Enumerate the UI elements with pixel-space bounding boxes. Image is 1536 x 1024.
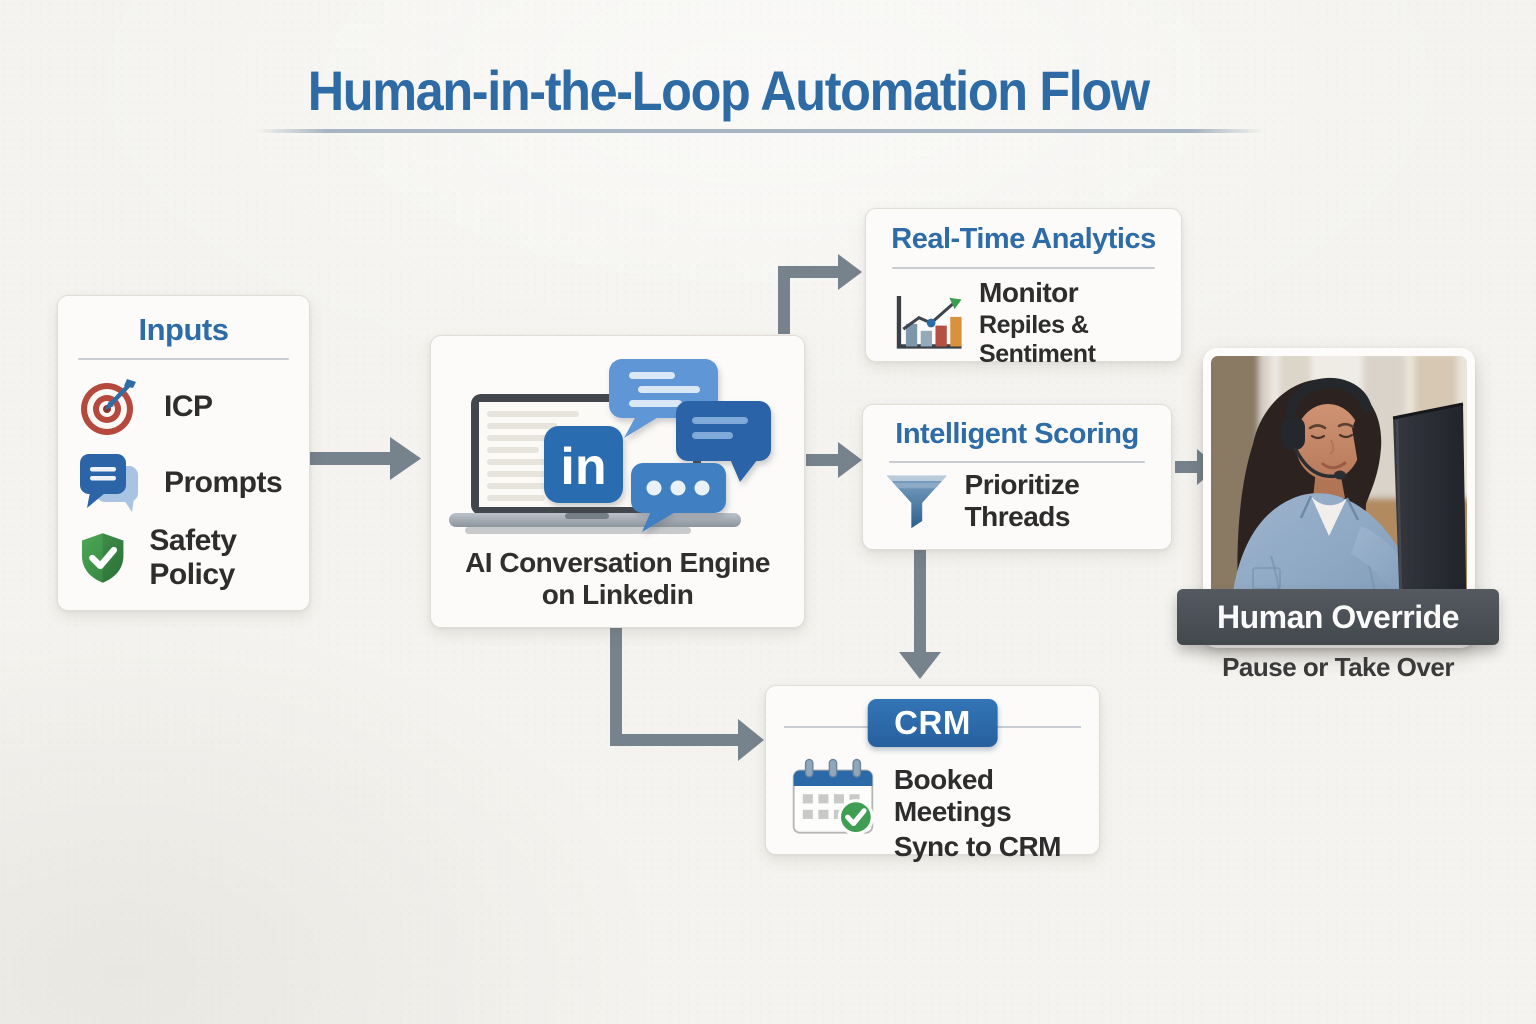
inputs-title: Inputs	[138, 312, 230, 347]
override-caption: Pause or Take Over	[1222, 652, 1454, 682]
page-title: Human-in-the-Loop Automation Flow	[307, 59, 1149, 122]
chat-bubbles-icon	[80, 454, 138, 512]
crm-badge: CRM	[867, 699, 998, 747]
input-item-safety-policy: Safety Policy	[78, 523, 293, 593]
analytics-line1: Monitor	[979, 277, 1079, 308]
human-override-banner-label: Human Override	[1217, 598, 1459, 635]
linkedin-logo-text: in	[560, 438, 606, 496]
analytics-box: Real-Time Analytics Monitor Repiles & Se…	[865, 208, 1182, 368]
headset-icon	[1286, 378, 1372, 417]
analytics-text: Monitor Repiles & Sentiment	[979, 277, 1181, 369]
arrow-scoring-to-crm	[899, 550, 941, 679]
linkedin-logo-icon: in	[544, 426, 623, 503]
chat-bubble-dots-icon	[631, 463, 726, 532]
analytics-title: Real-Time Analytics	[891, 223, 1156, 255]
human-override-banner: Human Override	[1177, 589, 1499, 645]
analytics-row: Monitor Repiles & Sentiment	[892, 277, 1181, 369]
scoring-title: Intelligent Scoring	[895, 418, 1139, 450]
crm-line1: Booked Meetings	[893, 764, 1012, 827]
analytics-line2: Repiles & Sentiment	[979, 311, 1096, 368]
inputs-box: Inputs ICP P	[57, 295, 310, 611]
input-label: Safety Policy	[149, 524, 237, 591]
input-label: Prompts	[164, 466, 283, 499]
scoring-label: Prioritize Threads	[964, 469, 1080, 532]
crm-line2: Sync to CRM	[893, 831, 1062, 862]
scoring-box: Intelligent Scoring Prioritize Threads	[862, 404, 1172, 550]
funnel-icon	[886, 475, 947, 529]
engine-caption: AI Conversation Engine on Linkedin	[431, 547, 804, 611]
arrow-engine-to-crm	[610, 628, 764, 761]
target-icon	[81, 379, 136, 435]
engine-caption-line2: on Linkedin	[541, 579, 694, 611]
input-item-prompts: Prompts	[78, 448, 293, 518]
scoring-row: Prioritize Threads	[885, 469, 1171, 533]
inputs-title-rule	[78, 358, 289, 360]
arrow-inputs-to-engine	[308, 437, 421, 480]
arrow-engine-to-scoring	[806, 442, 862, 478]
laptop-linkedin-chat-illustration: in	[449, 359, 771, 534]
bar-chart-trend-icon	[896, 296, 962, 349]
crm-text: Booked Meetings Sync to CRM	[894, 764, 1099, 863]
calendar-check-icon	[792, 758, 874, 836]
input-item-icp: ICP	[78, 372, 293, 442]
input-label: ICP	[164, 390, 213, 423]
arrow-engine-to-analytics	[778, 254, 862, 334]
title-underline	[256, 129, 1264, 133]
engine-box: in	[430, 335, 805, 628]
engine-caption-line1: AI Conversation Engine	[465, 547, 770, 579]
scoring-title-rule	[889, 461, 1145, 463]
crm-row: Booked Meetings Sync to CRM	[790, 752, 1099, 863]
shield-check-icon	[81, 533, 124, 583]
crm-box: CRM	[765, 685, 1100, 862]
analytics-title-rule	[892, 267, 1155, 269]
chat-bubble-dark-icon	[676, 401, 771, 482]
